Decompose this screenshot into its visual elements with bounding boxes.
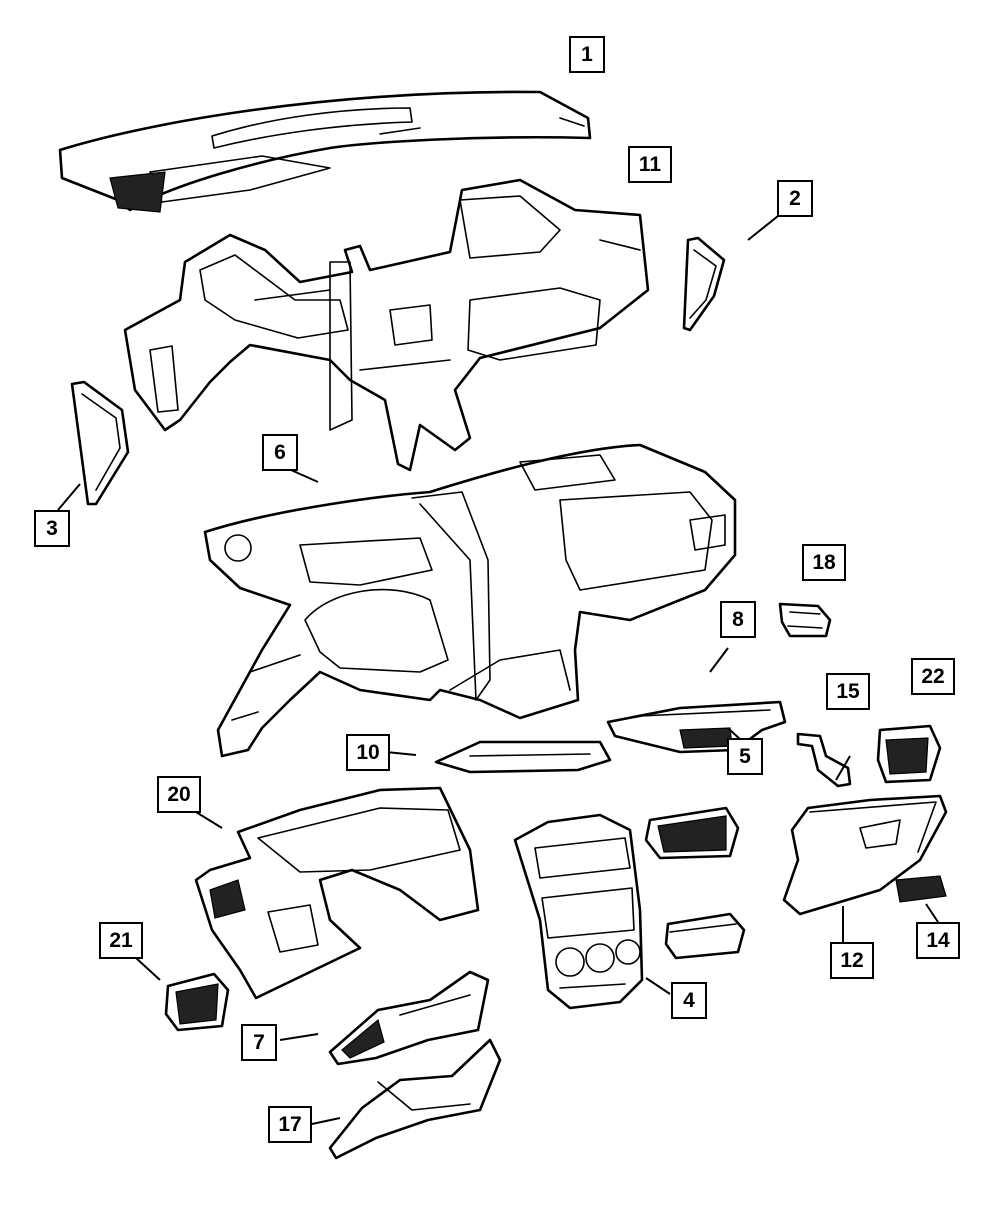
- part-bracket-15[interactable]: [796, 732, 852, 788]
- part-lower-panel[interactable]: [328, 970, 490, 1066]
- callout-8[interactable]: 8: [720, 601, 756, 638]
- part-storage-bin[interactable]: [664, 912, 746, 960]
- part-right-end-cap[interactable]: [682, 236, 726, 332]
- callout-2[interactable]: 2: [777, 180, 813, 217]
- part-dash-top-cover[interactable]: [58, 90, 592, 213]
- part-left-end-cap[interactable]: [70, 380, 130, 506]
- part-glove-box[interactable]: [782, 794, 948, 916]
- callout-12[interactable]: 12: [830, 942, 874, 979]
- callout-4[interactable]: 4: [671, 982, 707, 1019]
- part-center-vent[interactable]: [644, 806, 740, 860]
- callout-20[interactable]: 20: [157, 776, 201, 813]
- callout-7[interactable]: 7: [241, 1024, 277, 1061]
- part-knee-bolster-trim[interactable]: [328, 1038, 502, 1160]
- part-air-vent-21[interactable]: [164, 972, 230, 1032]
- callout-5[interactable]: 5: [727, 738, 763, 775]
- callout-18[interactable]: 18: [802, 544, 846, 581]
- callout-6[interactable]: 6: [262, 434, 298, 471]
- callout-1[interactable]: 1: [569, 36, 605, 73]
- part-instrument-panel[interactable]: [203, 443, 737, 758]
- callout-3[interactable]: 3: [34, 510, 70, 547]
- callout-10[interactable]: 10: [346, 734, 390, 771]
- callout-21[interactable]: 21: [99, 922, 143, 959]
- part-instrument-panel-frame[interactable]: [123, 178, 650, 472]
- callout-14[interactable]: 14: [916, 922, 960, 959]
- callout-22[interactable]: 22: [911, 658, 955, 695]
- part-glove-box-latch[interactable]: [895, 875, 947, 903]
- part-bracket-18[interactable]: [778, 602, 832, 638]
- callout-15[interactable]: 15: [826, 673, 870, 710]
- part-cluster-bezel[interactable]: [194, 786, 480, 1000]
- part-air-vent-22[interactable]: [876, 724, 942, 784]
- part-cluster-cover[interactable]: [434, 740, 612, 774]
- callout-11[interactable]: 11: [628, 146, 672, 183]
- callout-17[interactable]: 17: [268, 1106, 312, 1143]
- part-center-stack-bezel[interactable]: [513, 813, 644, 1010]
